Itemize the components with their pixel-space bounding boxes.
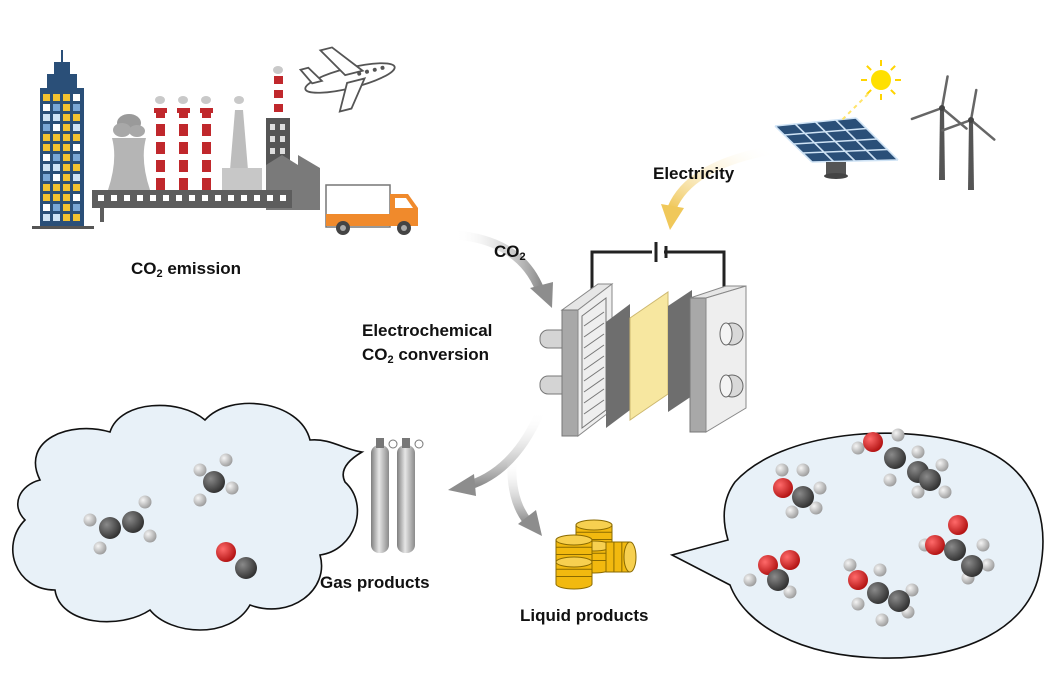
molecule — [743, 550, 800, 599]
gas-products-arrow — [448, 410, 545, 496]
liquid-products-arrow — [507, 459, 542, 536]
molecule — [83, 495, 157, 555]
building-icon — [32, 50, 94, 229]
molecule — [773, 463, 827, 519]
molecules-layer — [83, 428, 995, 627]
electricity-label: Electricity — [653, 164, 735, 183]
molecule — [851, 428, 952, 499]
gas-cylinder-icon — [371, 438, 424, 553]
airplane-icon — [298, 46, 396, 113]
barrel-icon — [555, 519, 637, 590]
molecule — [193, 453, 239, 507]
wind-turbine-icon — [910, 75, 996, 190]
electrochemical-cell — [539, 242, 747, 438]
gas-products-label: Gas products — [320, 573, 430, 592]
electricity-flow-arrow — [661, 145, 773, 230]
conversion-label-line2: CO2 conversion — [362, 345, 490, 366]
molecule — [918, 515, 995, 585]
co2-emission-label: CO2 emission — [131, 259, 242, 280]
gas-products-cloud — [11, 402, 365, 631]
truck-icon — [325, 184, 418, 235]
liquid-products-label: Liquid products — [520, 606, 649, 625]
solar-panel-icon — [774, 117, 899, 179]
molecule — [843, 558, 919, 627]
co2-arrow-label: CO2 — [494, 242, 526, 263]
molecule — [216, 542, 257, 579]
sun-icon — [841, 60, 901, 121]
co2-flow-arrow — [454, 230, 553, 308]
battery-icon — [652, 242, 668, 262]
conversion-label-line1: Electrochemical — [362, 321, 493, 340]
factory-icon — [92, 66, 320, 222]
